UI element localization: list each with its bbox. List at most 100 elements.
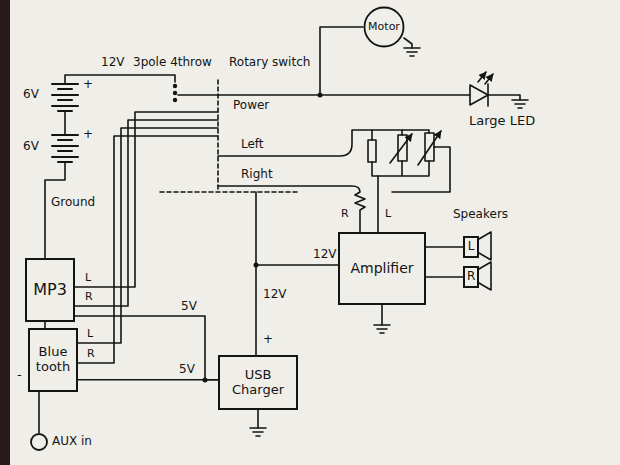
switch-position: Right <box>240 168 274 181</box>
battery-symbol <box>52 84 78 111</box>
speaker-cone <box>479 232 491 260</box>
node-text: Blue tooth <box>34 345 72 375</box>
node-text-group: AUX in <box>52 435 92 449</box>
node-text: R <box>467 270 475 284</box>
node-text-group: Motor <box>368 21 400 34</box>
wire-label: 5V <box>178 363 196 376</box>
left-wire <box>372 161 429 176</box>
channel-name: R <box>84 291 94 303</box>
supply-voltage: 12V <box>312 248 337 261</box>
channel-name: R <box>340 208 350 220</box>
switch-contact <box>173 98 177 102</box>
node-text-group: MP3 <box>33 281 67 299</box>
node-text: AUX in <box>52 435 92 449</box>
left-wire <box>377 176 379 232</box>
led-label: Large LED <box>468 114 536 128</box>
wire-connector <box>75 316 218 380</box>
potentiometer-wiper <box>418 131 441 165</box>
channel-name: L <box>384 208 392 220</box>
polarity-mark: - <box>16 368 23 382</box>
speaker-cone <box>479 262 491 290</box>
node-text-group: Amplifier <box>350 260 413 276</box>
ground-symbol <box>512 100 528 108</box>
battery-voltage: 6V <box>22 88 40 101</box>
switch-type: 3pole 4throw <box>132 56 213 69</box>
battery-wire <box>64 111 66 135</box>
polarity-mark: + <box>262 333 274 346</box>
ground-symbol <box>250 428 266 436</box>
motor-wire <box>404 38 412 48</box>
led-ray <box>478 72 486 82</box>
node-text: L <box>468 240 475 254</box>
node-text: Amplifier <box>350 260 413 276</box>
motor-symbol <box>365 8 404 47</box>
channel-name: L <box>86 328 94 340</box>
jack-symbol <box>31 434 47 450</box>
channel-name: R <box>86 348 96 360</box>
motor-circle: Motor <box>363 6 405 48</box>
speaker-box: R <box>463 266 479 288</box>
amplifier-box: Amplifier <box>338 232 426 305</box>
node-text: MP3 <box>33 281 67 299</box>
potentiometer-wiper <box>390 134 412 163</box>
audio-wire <box>75 120 218 306</box>
speakers-label: Speakers <box>452 208 509 221</box>
ground-wire <box>45 162 65 258</box>
audio-wire <box>78 128 218 343</box>
power-wire <box>178 94 470 96</box>
mp3-box: MP3 <box>25 258 75 322</box>
audio-wire <box>75 112 218 287</box>
ground-symbol <box>374 325 390 333</box>
amplifier-ground-wire <box>381 305 383 325</box>
audio-wire <box>78 136 218 363</box>
polarity-mark: + <box>82 78 94 91</box>
right-wire <box>218 186 365 232</box>
led-ray <box>485 74 493 84</box>
charger-ground-wire <box>257 410 259 428</box>
resistor-symbol <box>368 140 376 162</box>
wire-connector <box>256 265 338 355</box>
switch-contact <box>173 91 177 95</box>
bluetooth-box: Blue tooth <box>28 328 78 392</box>
photo-edge <box>0 0 10 465</box>
wire-label: 12V <box>262 288 287 301</box>
potentiometer-symbol <box>398 135 407 161</box>
ground-symbol <box>404 48 420 56</box>
motor-wire <box>320 27 363 95</box>
channel-name: L <box>84 272 92 284</box>
switch-position: Left <box>240 138 265 151</box>
battery-voltage: 6V <box>22 140 40 153</box>
polarity-mark: + <box>82 128 94 141</box>
wire-connector <box>426 276 463 278</box>
node-text-group: L <box>468 240 475 254</box>
node-text-group: R <box>467 270 475 284</box>
twelve-volt-wire <box>255 192 257 265</box>
node-text-group: Blue tooth <box>34 345 72 375</box>
switch-name: Rotary switch <box>228 56 311 69</box>
node-text: USB Charger <box>225 368 291 398</box>
wire-connector <box>78 379 218 381</box>
jack-outline <box>30 432 50 452</box>
node-text: Motor <box>368 21 400 34</box>
ground-label: Ground <box>50 196 96 209</box>
left-wire <box>392 147 450 192</box>
wire-connector <box>426 246 463 248</box>
node-text-group: USB Charger <box>225 368 291 398</box>
wire-connector <box>38 392 40 433</box>
left-wire <box>371 130 373 140</box>
switch-position: Power <box>232 99 270 112</box>
usb-charger-box: USB Charger <box>218 355 298 410</box>
speaker-box: L <box>463 236 479 258</box>
battery-symbol <box>52 135 78 162</box>
supply-voltage: 12V <box>100 56 125 69</box>
junction-dot <box>318 93 323 98</box>
wire-label: 5V <box>180 300 198 313</box>
led-symbol <box>470 85 488 105</box>
aux-jack: AUX in <box>30 432 96 452</box>
switch-contact <box>173 84 177 88</box>
